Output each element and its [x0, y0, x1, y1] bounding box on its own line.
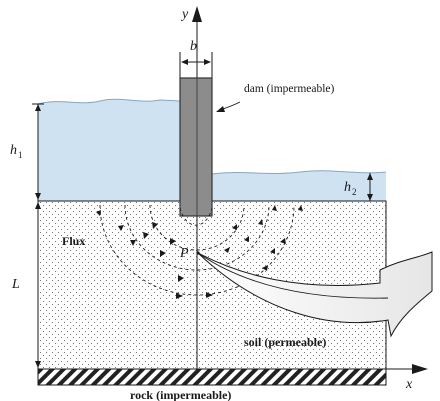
L-arrow-top: [35, 202, 41, 209]
h2-arrow-top: [367, 173, 373, 180]
flow-arrowhead: [244, 236, 249, 242]
flow-arrowhead: [272, 205, 277, 211]
flow-arrowhead: [298, 205, 303, 211]
y-axis-label: y: [180, 7, 189, 22]
h2-subscript: 2: [352, 187, 357, 197]
x-axis-label: x: [405, 377, 413, 392]
downstream-water-surface: [211, 170, 387, 175]
dam-leader-arrow: [216, 106, 225, 112]
b-label: b: [190, 39, 197, 54]
b-arrow-right: [204, 59, 211, 65]
flow-arrowhead: [280, 238, 286, 244]
h1-arrow-bottom: [35, 193, 41, 200]
downstream-water: [212, 170, 386, 201]
h1-arrow-top: [35, 104, 41, 111]
b-arrow-left: [181, 59, 188, 65]
flow-arrowhead: [160, 250, 166, 257]
flow-arrowhead: [262, 265, 268, 271]
flow-arrowhead: [178, 275, 184, 282]
flow-arrowhead: [224, 247, 230, 253]
flow-arrowhead: [206, 292, 213, 298]
h1-label: h: [10, 143, 17, 158]
flow-arrowhead: [118, 225, 124, 231]
flow-arrowhead: [176, 293, 183, 299]
upstream-water: [38, 99, 180, 201]
x-axis-arrowhead: [412, 364, 428, 374]
h1-subscript: 1: [18, 150, 23, 160]
h2-arrow-bottom: [367, 194, 373, 201]
flow-line-3: [124, 204, 270, 271]
rock-label: rock (impermeable): [130, 388, 231, 401]
L-arrow-bottom: [35, 361, 41, 368]
rock-layer: [37, 368, 387, 386]
upstream-water-surface: [37, 98, 181, 105]
flow-line-4: [99, 204, 295, 296]
big-flux-arrow-inner-curve: [197, 252, 389, 299]
flow-arrowhead: [143, 232, 149, 239]
flow-line-inner: [179, 207, 213, 226]
soil-region: [37, 200, 387, 370]
y-axis-arrowhead: [192, 6, 202, 22]
flow-arrowhead: [270, 248, 275, 254]
flow-arrowhead: [258, 219, 263, 225]
big-flux-arrow: [197, 251, 433, 338]
flow-arrowhead: [96, 210, 101, 216]
flow-arrowhead: [152, 222, 158, 229]
dam-label: dam (impermeable): [244, 83, 335, 95]
flow-arrowhead: [232, 224, 237, 230]
P-label: P: [179, 246, 189, 261]
soil-label: soil (permeable): [244, 335, 326, 349]
flow-arrowhead: [170, 238, 176, 245]
h2-label: h: [344, 180, 351, 195]
flow-arrowhead: [130, 240, 136, 246]
L-label: L: [11, 277, 20, 292]
flux-label: Flux: [62, 234, 85, 248]
dam: [179, 77, 213, 217]
